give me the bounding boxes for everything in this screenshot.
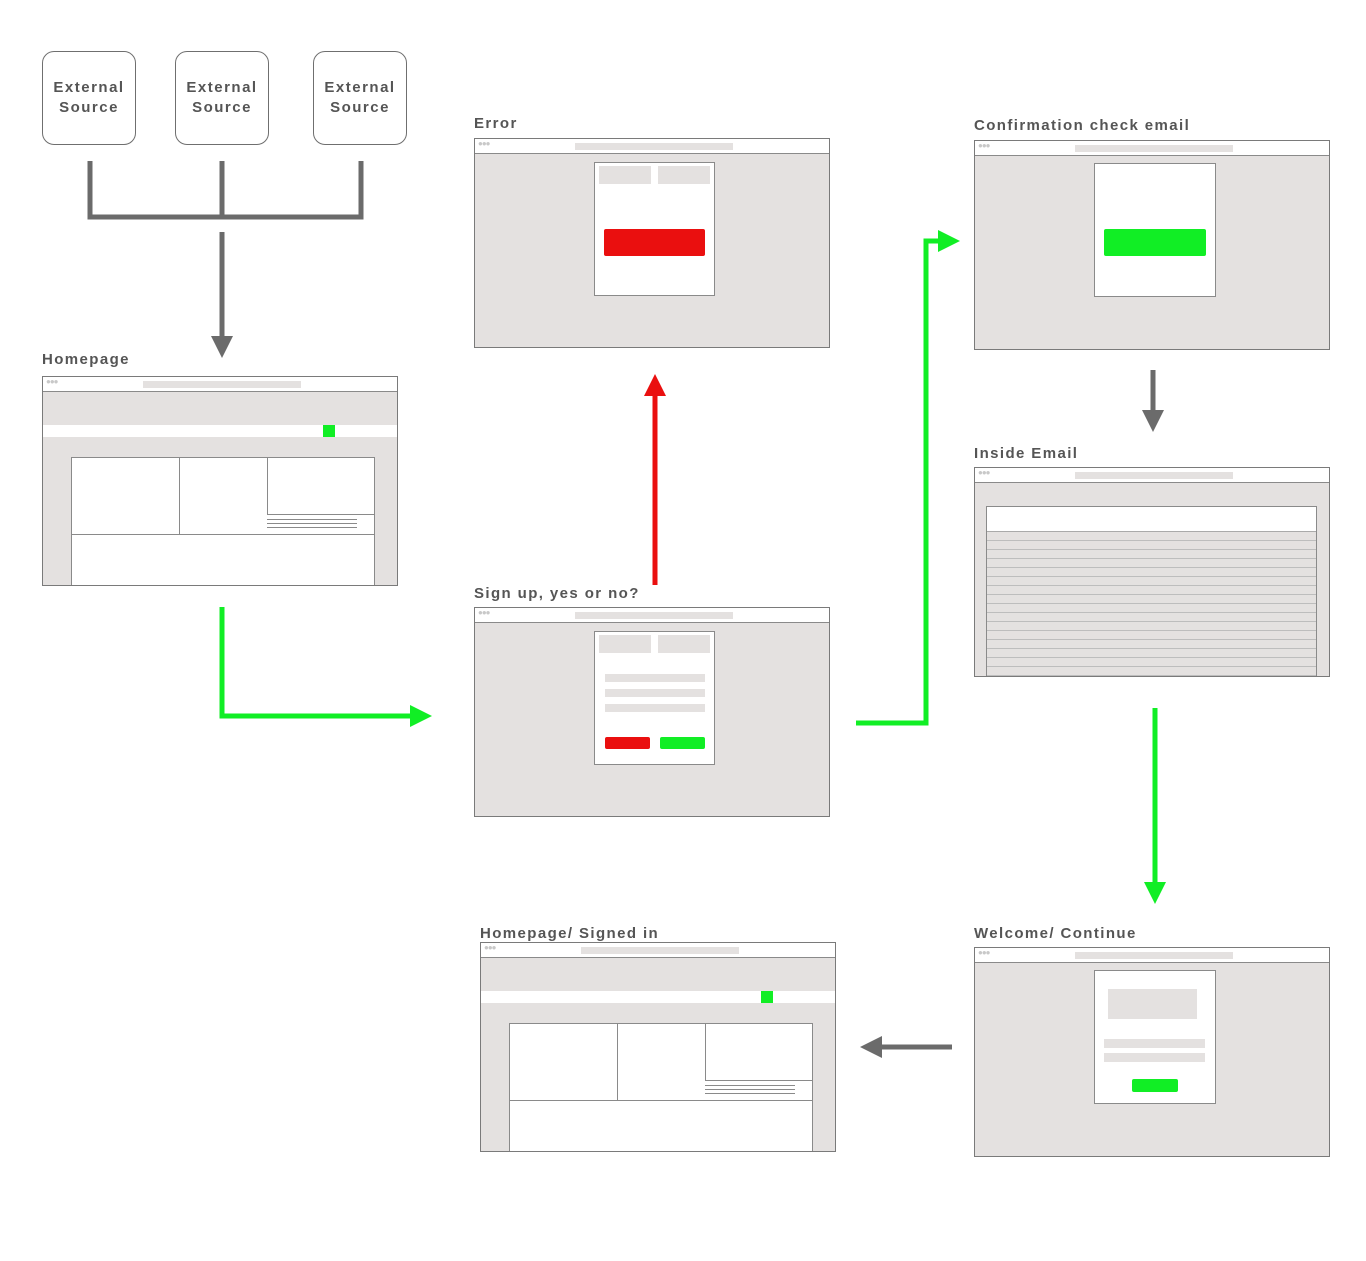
signup-dialog: [594, 631, 715, 765]
address-bar: [1075, 145, 1233, 152]
arrow-right-icon: [410, 705, 432, 727]
window-dots-icon: ●●●: [978, 468, 990, 477]
inside-email-screen: ●●●: [974, 467, 1330, 677]
welcome-label: Welcome/ Continue: [974, 925, 1137, 942]
welcome-screen: ●●●: [974, 947, 1330, 1157]
inside-email-label: Inside Email: [974, 445, 1079, 462]
window-dots-icon: ●●●: [978, 141, 990, 150]
confirmation-label: Confirmation check email: [974, 117, 1191, 134]
confirmation-dialog: [1094, 163, 1216, 297]
external-source-2: External Source: [175, 51, 269, 145]
signed-in-screen: ●●●: [480, 942, 836, 1152]
arrow-down-icon: [1142, 410, 1164, 432]
signup-to-confirmation-arrow: [856, 238, 940, 726]
browser-bar: ●●●: [43, 377, 397, 392]
error-dialog: [594, 162, 715, 296]
browser-bar: ●●●: [475, 608, 829, 623]
homepage-screen: ●●●: [42, 376, 398, 586]
address-bar: [581, 947, 739, 954]
form-field[interactable]: [605, 704, 705, 712]
form-field[interactable]: [605, 674, 705, 682]
signup-screen: ●●●: [474, 607, 830, 817]
welcome-dialog: [1094, 970, 1216, 1104]
external-source-1: External Source: [42, 51, 136, 145]
external-source-label: External Source: [324, 79, 396, 116]
content-area: [509, 1023, 813, 1151]
nav-strip: [481, 991, 835, 1003]
window-dots-icon: ●●●: [978, 948, 990, 957]
window-dots-icon: ●●●: [46, 377, 58, 386]
signup-label: Sign up, yes or no?: [474, 585, 640, 602]
error-screen: ●●●: [474, 138, 830, 348]
error-button[interactable]: [604, 229, 705, 256]
window-dots-icon: ●●●: [478, 608, 490, 617]
nav-strip: [43, 425, 397, 437]
confirmation-screen: ●●●: [974, 140, 1330, 350]
check-email-button[interactable]: [1104, 229, 1206, 256]
signed-in-label: Homepage/ Signed in: [480, 925, 660, 942]
window-dots-icon: ●●●: [484, 943, 496, 952]
address-bar: [1075, 472, 1233, 479]
email-body: [986, 506, 1317, 676]
homepage-to-signup-arrow: [219, 607, 412, 719]
address-bar: [1075, 952, 1233, 959]
content-area: [71, 457, 375, 585]
address-bar: [143, 381, 301, 388]
no-button[interactable]: [605, 737, 650, 749]
window-dots-icon: ●●●: [478, 139, 490, 148]
form-field[interactable]: [605, 689, 705, 697]
arrow-down-icon: [1144, 882, 1166, 904]
external-source-label: External Source: [53, 79, 125, 116]
homepage-label: Homepage: [42, 351, 130, 368]
yes-button[interactable]: [660, 737, 705, 749]
browser-bar: ●●●: [475, 139, 829, 154]
arrow-down-icon: [211, 336, 233, 358]
error-label: Error: [474, 115, 518, 132]
account-button[interactable]: [761, 991, 773, 1003]
arrow-left-icon: [860, 1036, 882, 1058]
arrow-right-icon: [938, 230, 960, 252]
browser-bar: ●●●: [975, 948, 1329, 963]
browser-bar: ●●●: [975, 141, 1329, 156]
signup-cta-button[interactable]: [323, 425, 335, 437]
browser-bar: ●●●: [975, 468, 1329, 483]
address-bar: [575, 143, 733, 150]
browser-bar: ●●●: [481, 943, 835, 958]
continue-button[interactable]: [1132, 1079, 1178, 1092]
external-source-label: External Source: [186, 79, 258, 116]
external-source-3: External Source: [313, 51, 407, 145]
address-bar: [575, 612, 733, 619]
source-connector: [87, 161, 364, 340]
arrow-up-icon: [644, 374, 666, 396]
